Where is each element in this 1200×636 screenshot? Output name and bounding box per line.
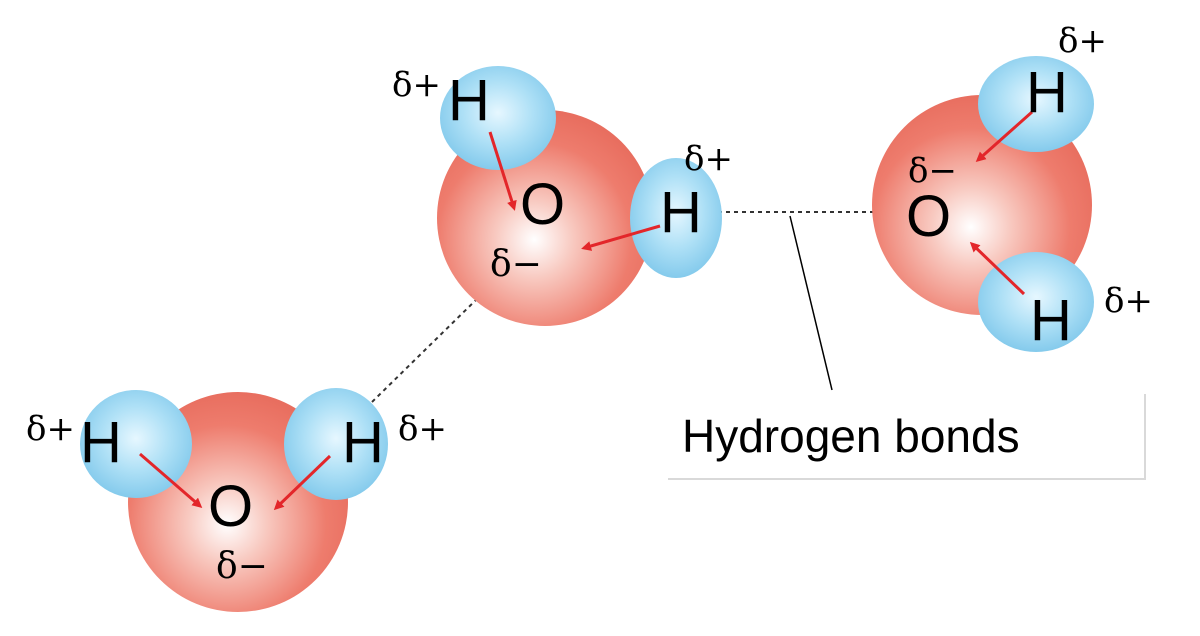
partial-positive-label: δ+ bbox=[684, 139, 733, 179]
hydrogen-atom bbox=[284, 388, 388, 500]
partial-positive-label: δ+ bbox=[1104, 281, 1153, 321]
oxygen-label: O bbox=[906, 184, 951, 249]
hydrogen-bond-line-left bbox=[371, 295, 481, 403]
partial-positive-label: δ+ bbox=[398, 409, 447, 449]
dipole-arrow bbox=[975, 110, 1033, 162]
dipole-arrow bbox=[139, 452, 203, 508]
hydrogen-atom bbox=[978, 56, 1094, 152]
hydrogen-atom bbox=[630, 158, 722, 278]
hydrogen-label: H bbox=[660, 180, 702, 245]
hydrogen-atom bbox=[80, 390, 192, 498]
dipole-arrow bbox=[969, 241, 1026, 296]
partial-positive-label: δ+ bbox=[1058, 21, 1107, 61]
partial-positive-label: δ+ bbox=[392, 65, 441, 105]
partial-negative-label: δ− bbox=[490, 244, 542, 285]
hydrogen-label: H bbox=[1026, 60, 1068, 125]
hydrogen-bonds-callout: Hydrogen bonds bbox=[668, 394, 1146, 480]
water-molecule-left: δ+ H H δ+ O δ− bbox=[26, 388, 447, 612]
callout-pointer-line bbox=[789, 215, 833, 391]
dipole-arrow bbox=[273, 454, 332, 511]
callout-label: Hydrogen bonds bbox=[682, 410, 1020, 462]
partial-positive-label: δ+ bbox=[26, 409, 75, 449]
water-molecule-center: H δ+ O δ− H δ+ bbox=[392, 65, 733, 326]
partial-negative-label: δ− bbox=[216, 546, 268, 587]
partial-negative-label: δ− bbox=[908, 151, 957, 191]
hydrogen-atom bbox=[440, 66, 556, 170]
hydrogen-label: H bbox=[342, 410, 384, 475]
oxygen-label: O bbox=[208, 474, 253, 539]
dipole-arrow bbox=[488, 131, 517, 211]
hydrogen-label: H bbox=[1030, 288, 1072, 353]
water-molecule-right: H δ+ δ− O H δ+ bbox=[872, 21, 1153, 353]
hydrogen-label: H bbox=[80, 410, 122, 475]
dipole-arrow bbox=[581, 224, 661, 251]
oxygen-label: O bbox=[520, 172, 565, 237]
hydrogen-label: H bbox=[448, 68, 490, 133]
